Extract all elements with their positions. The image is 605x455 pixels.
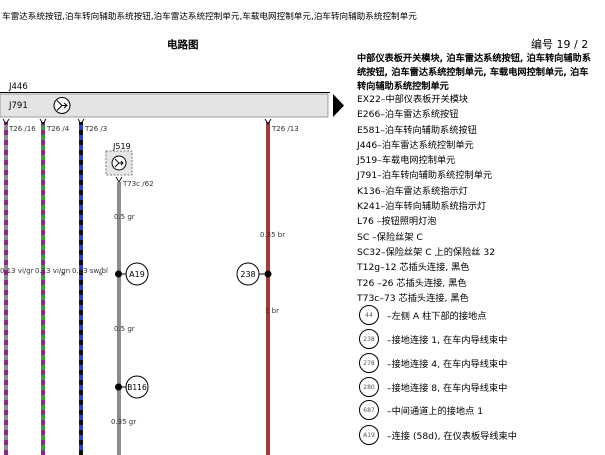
legend-circle-code: 280	[359, 377, 379, 397]
wire1-connector: T26 /16	[8, 125, 36, 133]
legend-circle-text: –接地连接 4, 在车内导线束中	[387, 359, 508, 370]
wire5-connector: T26 /13	[271, 125, 299, 133]
wire-sw-bl	[79, 122, 83, 455]
legend-item: SC32–保险丝架 C 上的保险丝 32	[357, 247, 496, 258]
circuit-diagram: J446 J791 T26 /16 0.13 vi/gr T26 /4 0.13…	[0, 82, 344, 455]
legend-item: J791–泊车转向辅助系统控制单元	[357, 170, 493, 181]
legend-item: J519–车载电网控制单元	[357, 155, 456, 166]
legend-item: T12g–12 芯插头连接, 黑色	[357, 262, 470, 273]
j519-symbol	[111, 155, 127, 171]
wire-br	[266, 122, 270, 455]
wire3-terminal	[77, 118, 85, 125]
node-238-label: 238	[240, 270, 255, 279]
cross-mark-2: ×	[98, 270, 104, 278]
label-j446: J446	[8, 82, 28, 92]
wire-vi-gr	[4, 122, 8, 455]
diagram-title: 电路图	[167, 39, 199, 51]
legend-item: K136–泊车雷达系统指示灯	[357, 186, 468, 197]
legend-item: J446–泊车雷达系统控制单元	[357, 140, 474, 151]
legend-circle-text: –接地连接 1, 在车内导线束中	[387, 335, 508, 346]
node-238: 238	[236, 262, 272, 286]
wire4-spec-c: 0.35 gr	[111, 418, 136, 426]
node-b116: B116	[115, 375, 149, 399]
legend-circle-code: A19	[359, 425, 379, 445]
legend-item: EX22–中部仪表板开关模块	[357, 94, 469, 105]
t73c-connector: T73c /62	[122, 180, 154, 188]
wire2-terminal	[39, 118, 47, 125]
label-j791: J791	[8, 101, 28, 111]
wire3-connector: T26 /3	[84, 125, 107, 133]
cross-mark-1: ×	[60, 270, 66, 278]
control-unit-symbol	[53, 97, 71, 114]
wire-gr	[117, 182, 121, 455]
document-title: 车雷达系统按钮,泊车转向辅助系统按钮,泊车雷达系统控制单元,车载电网控制单元,泊…	[2, 12, 417, 22]
page-number-value: 19 / 2	[556, 38, 589, 51]
legend-item: L76 –按钮照明灯泡	[357, 216, 437, 227]
legend-circle-text: –左侧 A 柱下部的接地点	[387, 311, 487, 322]
legend-item: E581–泊车转向辅助系统按钮	[357, 125, 477, 136]
legend-circle-code: 44	[359, 305, 379, 325]
node-a19-label: A19	[129, 270, 145, 279]
legend-item: T73c–73 芯插头连接, 黑色	[357, 293, 469, 304]
wire-vi-gn	[41, 122, 45, 455]
j791-module-bar	[0, 93, 329, 118]
legend-circle-code: 238	[359, 329, 379, 349]
wire4-spec-a: 0.5 gr	[114, 213, 135, 221]
wire2-connector: T26 /4	[46, 125, 70, 133]
wire1-terminal	[2, 118, 10, 125]
legend-circle-text: –中间通道上的接地点 1	[387, 406, 484, 417]
wire1-connector-label: T26 /16	[8, 125, 36, 133]
page-number-label: 编号	[531, 38, 553, 51]
wire5-spec-a: 0.35 br	[260, 231, 285, 239]
wire3-spec: 0.13 sw/bl	[72, 267, 108, 275]
page-number: 编号 19 / 2	[531, 36, 588, 52]
wire5-spec-b: 1 br	[265, 307, 279, 315]
legend-item: K241–泊车转向辅助系统指示灯	[357, 201, 487, 212]
legend-circle-text: –连接 (58d), 在仪表板导线束中	[387, 431, 517, 442]
wire4-terminal	[115, 176, 123, 183]
wire4-spec-b: 0.5 gr	[114, 325, 135, 333]
wire1-spec: 0.13 vi/gr	[0, 267, 34, 275]
legend-circle-code: 278	[359, 353, 379, 373]
legend-item: SC –保险丝架 C	[357, 232, 423, 243]
legend-item: E266–泊车雷达系统按钮	[357, 109, 459, 120]
node-a19: A19	[115, 262, 149, 286]
node-b116-label: B116	[127, 383, 147, 392]
legend-item: T26 –26 芯插头连接, 黑色	[357, 278, 467, 289]
wire2-spec: 0.13 vi/gn	[35, 267, 70, 275]
legend-circle-text: –接地连接 8, 在车内导线束中	[387, 383, 508, 394]
legend-heading: 中部仪表板开关模块, 泊车雷达系统按钮, 泊车转向辅助系统按钮, 泊车雷达系统控…	[357, 53, 591, 92]
page-continue-arrow	[333, 94, 344, 117]
legend-circle-code: 687	[359, 400, 379, 420]
wire5-terminal	[264, 118, 272, 125]
label-j519: J519	[112, 142, 131, 151]
